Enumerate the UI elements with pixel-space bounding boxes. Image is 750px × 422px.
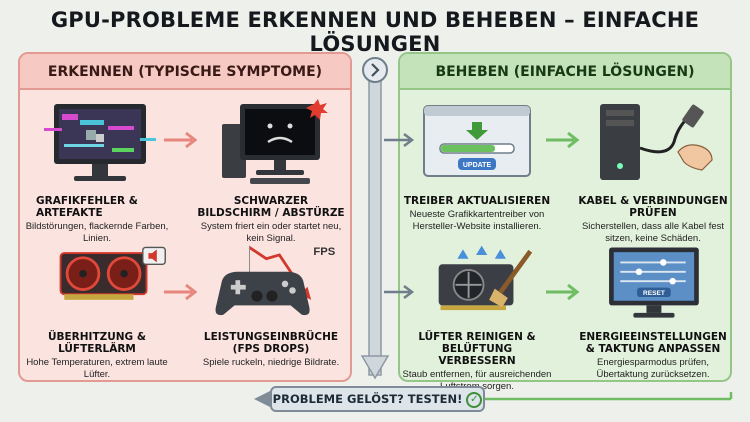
gamepad-fps-icon: FPS <box>215 245 336 316</box>
return-arrow-line <box>485 392 733 401</box>
arrow-right-icon <box>384 285 415 299</box>
fps-label: FPS <box>313 246 335 258</box>
symptom-artifacts-desc: Bildstörungen, flackernde Farben, Linien… <box>25 221 169 244</box>
checkmark-icon: ✓ <box>466 391 483 408</box>
fix-check-cables-desc: Sicherstellen, dass alle Kabel fest sitz… <box>581 221 725 244</box>
symptom-black-screen-desc: System friert ein oder startet neu, kein… <box>200 221 342 244</box>
symptom-artifacts: GRAFIKFEHLER & ARTEFAKTE Bildstörungen, … <box>22 98 172 244</box>
detect-panel-heading: ERKENNEN (TYPISCHE SYMPTOME) <box>20 54 350 90</box>
arrow-right-icon <box>384 133 415 147</box>
fix-energy-settings-title: ENERGIEEINSTELLUNGEN & TAKTUNG ANPASSEN <box>579 331 727 355</box>
symptom-overheating-desc: Hohe Temperaturen, extrem laute Lüfter. <box>26 357 168 380</box>
fix-clean-fans-title: LÜFTER REINIGEN & BELÜFTUNG VERBESSERN <box>418 331 536 367</box>
symptom-black-screen: SCHWARZER BILDSCHIRM / ABSTÜRZE System f… <box>196 98 346 244</box>
driver-update-icon: UPDATE <box>423 105 531 177</box>
test-solved-banner: PROBLEME GELÖST? TESTEN!✓ <box>270 386 485 412</box>
fix-clean-fans: LÜFTER REINIGEN & BELÜFTUNG VERBESSERN S… <box>402 240 552 392</box>
arrow-right-icon <box>546 131 580 149</box>
symptom-overheating: ÜBERHITZUNG & LÜFTERLÄRM Hohe Temperatur… <box>22 240 172 380</box>
symptom-fps-drops-desc: Spiele ruckeln, niedrige Bildrate. <box>202 357 340 368</box>
crash-monitor-icon <box>222 99 328 184</box>
fix-update-drivers: UPDATE TREIBER AKTUALISIEREN Neueste Gra… <box>402 98 552 232</box>
fix-update-drivers-title: TREIBER AKTUALISIEREN <box>403 195 551 207</box>
pc-cable-icon <box>600 104 713 180</box>
fix-check-cables-title: KABEL & VERBINDUNGEN PRÜFEN <box>578 195 728 219</box>
test-solved-label: PROBLEME GELÖST? TESTEN! <box>272 392 463 406</box>
glitch-monitor-icon <box>44 104 156 181</box>
settings-monitor-icon: RESET <box>609 247 699 318</box>
symptom-black-screen-title: SCHWARZER BILDSCHIRM / ABSTÜRZE <box>197 195 345 219</box>
symptom-overheating-title: ÜBERHITZUNG & LÜFTERLÄRM <box>47 331 146 355</box>
arrow-right-icon <box>164 283 198 301</box>
fix-panel: BEHEBEN (EINFACHE LÖSUNGEN) <box>398 52 732 382</box>
arrow-right-icon <box>164 131 198 149</box>
arrow-left-icon <box>254 391 270 407</box>
symptom-artifacts-title: GRAFIKFEHLER & ARTEFAKTE <box>36 195 138 219</box>
fix-check-cables: KABEL & VERBINDUNGEN PRÜFEN Sicherstelle… <box>578 98 728 244</box>
reset-button-label: RESET <box>643 290 665 297</box>
fan-cleaning-icon <box>438 245 533 311</box>
fix-energy-settings: RESET ENERGIEEINSTELLUNGEN & TAKTUNG ANP… <box>578 240 728 380</box>
symptom-fps-drops-title: LEISTUNGSEINBRÜCHE (FPS DROPS) <box>203 331 339 355</box>
page-title: GPU-PROBLEME ERKENNEN UND BEHEBEN – EINF… <box>50 8 700 56</box>
update-button-label: UPDATE <box>463 162 492 169</box>
arrow-right-icon <box>546 283 580 301</box>
flow-rail <box>360 57 390 380</box>
fix-energy-settings-desc: Energiesparmodus prüfen, Übertaktung zur… <box>596 357 710 380</box>
fix-update-drivers-desc: Neueste Grafikkartentreiber von Herstell… <box>409 209 545 232</box>
hot-gpu-icon <box>59 246 166 300</box>
symptom-fps-drops: FPS LEISTUNGSEINBRÜCHE (FPS DROPS) Spiel… <box>196 240 346 369</box>
fix-panel-heading: BEHEBEN (EINFACHE LÖSUNGEN) <box>400 54 730 90</box>
